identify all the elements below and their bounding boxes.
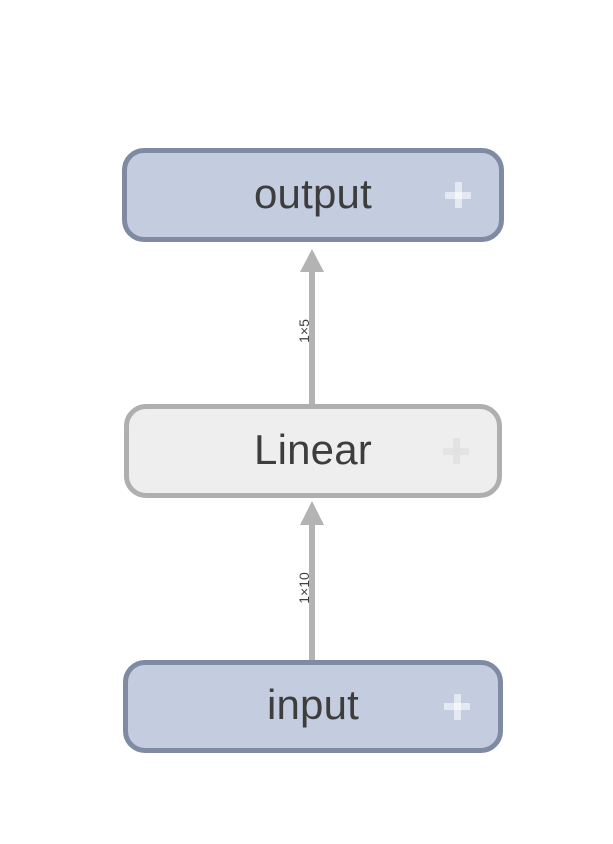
plus-icon[interactable] [443,438,469,464]
arrowhead-linear-output [300,249,324,272]
node-output-label: output [254,169,372,217]
node-linear[interactable]: Linear [124,404,502,498]
node-input-label: input [266,681,360,728]
node-output[interactable]: output [122,148,504,242]
plus-icon[interactable] [445,182,471,208]
plus-icon[interactable] [444,693,470,720]
node-input[interactable]: input [123,660,503,753]
node-linear-label: Linear [254,425,372,473]
edge-label-linear-output: 1×5 [296,319,312,343]
arrowhead-input-linear [300,501,324,525]
